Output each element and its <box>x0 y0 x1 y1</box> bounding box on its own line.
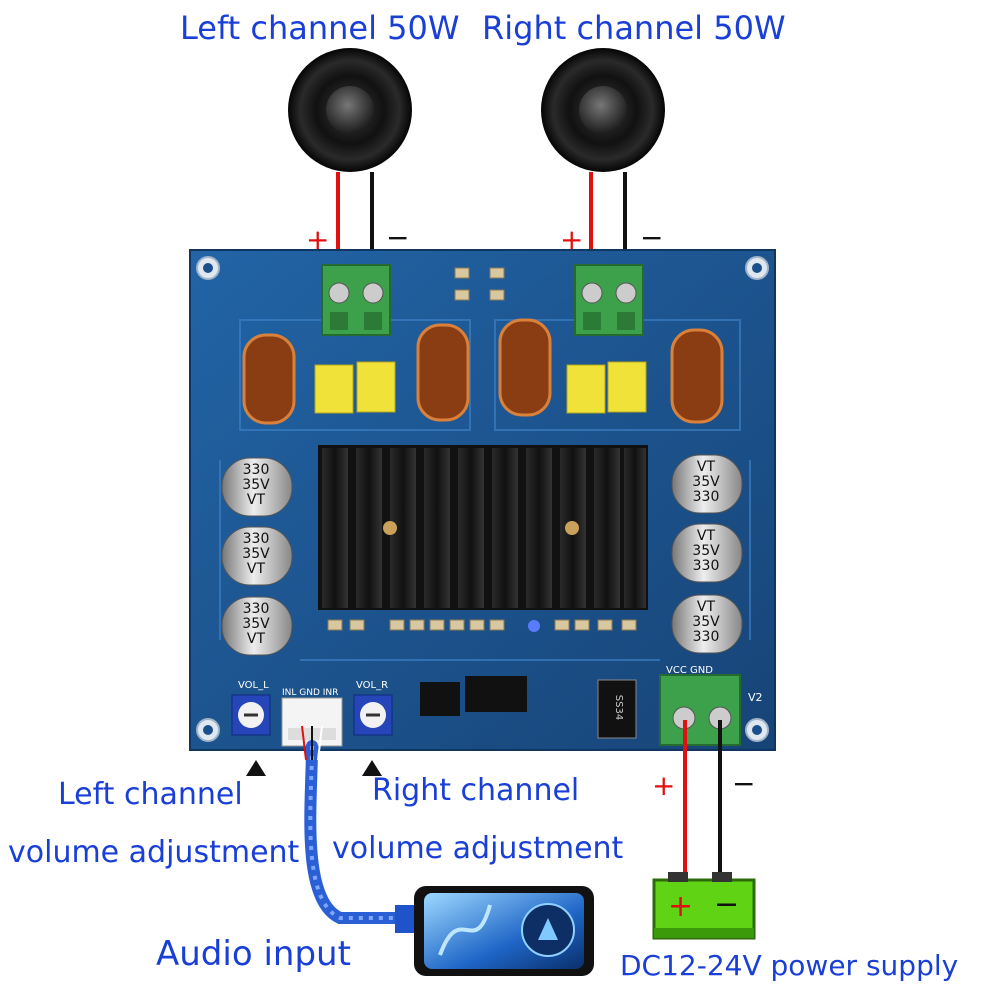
right-channel-power-label: Right channel 50W <box>482 9 786 47</box>
smd-components <box>327 267 637 631</box>
power-plus-sign: + <box>652 769 676 802</box>
audio-cable <box>301 725 421 933</box>
battery-plus-sign: + <box>668 889 694 924</box>
power-supply-label: DC12-24V power supply <box>620 949 959 982</box>
right-speaker-icon <box>541 48 665 172</box>
left-volume-label-line2: volume adjustment <box>8 835 300 870</box>
left-speaker-icon <box>288 48 412 172</box>
battery-minus-sign: − <box>714 887 740 922</box>
right-volume-label-line1: Right channel <box>372 773 580 808</box>
audio-input-label: Audio input <box>156 934 351 974</box>
inductor-coils <box>242 318 724 425</box>
right-volume-label-line2: volume adjustment <box>332 831 624 866</box>
electrolytic-capacitors-right <box>671 454 743 654</box>
right-speaker-plus-sign: + <box>560 223 584 256</box>
heatsink <box>318 445 648 610</box>
audio-player-device-icon <box>414 886 594 976</box>
power-led-icon <box>528 620 540 632</box>
left-volume-potentiometer[interactable] <box>231 694 271 736</box>
left-speaker-minus-sign: − <box>386 221 410 254</box>
electrolytic-capacitors-left <box>221 457 293 656</box>
left-speaker-plus-sign: + <box>306 223 330 256</box>
left-pot-pointer-icon <box>246 760 266 776</box>
right-speaker-terminal <box>574 264 644 336</box>
right-speaker-minus-sign: − <box>640 221 664 254</box>
battery-icon <box>652 872 756 940</box>
left-channel-power-label: Left channel 50W <box>180 9 460 47</box>
left-speaker-terminal <box>321 264 391 336</box>
right-pot-pointer-icon <box>362 760 382 776</box>
right-volume-potentiometer[interactable] <box>353 694 393 736</box>
power-terminal <box>659 674 741 746</box>
left-volume-label-line1: Left channel <box>58 777 243 812</box>
diode-ss34 <box>597 679 637 739</box>
ic-chips <box>420 676 527 716</box>
power-minus-sign: − <box>732 767 756 800</box>
film-capacitors <box>314 361 647 414</box>
